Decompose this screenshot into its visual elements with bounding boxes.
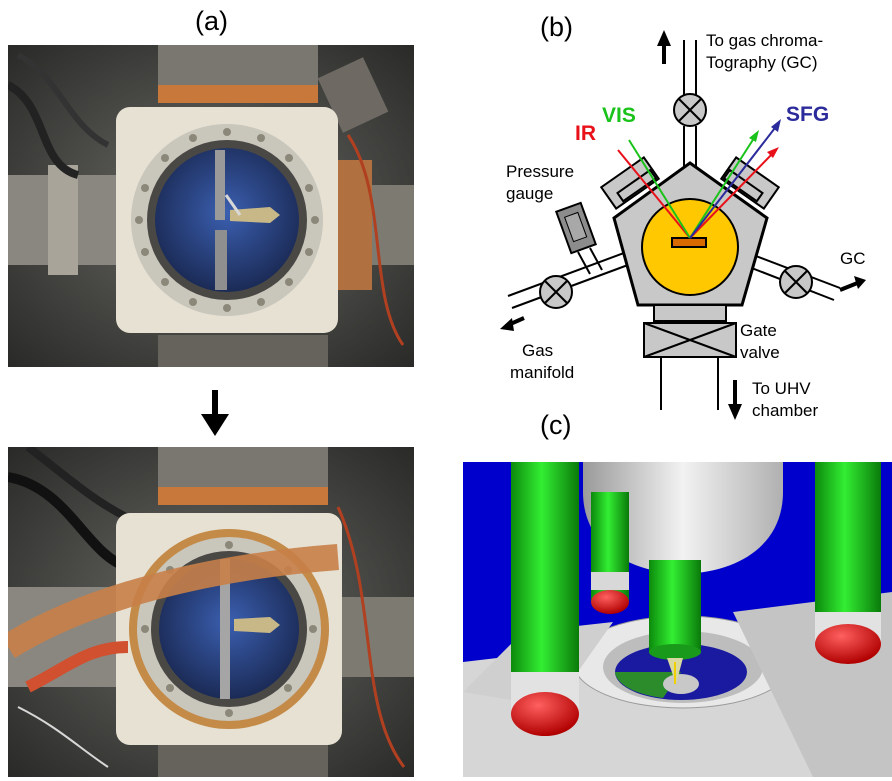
pressure-gauge-icon — [554, 201, 598, 255]
gas-manifold-label-2: manifold — [510, 363, 575, 382]
uhv-chamber-label-1: To UHV — [752, 379, 811, 398]
vis-label: VIS — [602, 104, 636, 127]
gate-valve-icon — [643, 322, 737, 358]
panel-a-label: (a) — [195, 6, 228, 36]
sfg-label: SFG — [786, 103, 830, 126]
sfg-beam — [689, 119, 781, 239]
gc-right-label: GC — [840, 249, 866, 268]
gas-manifold-label-1: Gas — [522, 341, 554, 360]
arrow-up-icon — [657, 30, 671, 64]
gc-top-label-2: Tography (GC) — [706, 53, 818, 72]
gc-top-label-1: To gas chroma- — [706, 31, 824, 50]
gate-valve-label-1: Gate — [740, 321, 777, 340]
photo-chamber-before — [8, 45, 414, 367]
arrow-down-icon — [201, 390, 229, 441]
sample — [671, 237, 707, 248]
ir-label: IR — [575, 122, 596, 145]
schematic-diagram — [470, 30, 890, 420]
arrow-down-uhv-icon — [728, 380, 742, 420]
valve-left-icon — [539, 275, 573, 309]
ir-beam — [617, 147, 779, 239]
valve-top-icon — [673, 93, 707, 127]
arrow-right-icon — [839, 276, 866, 292]
uhv-chamber-label-2: chamber — [752, 401, 819, 420]
gate-valve-label-2: valve — [740, 343, 780, 362]
pressure-gauge-label-2: gauge — [506, 184, 554, 203]
panel-c-label: (c) — [540, 410, 572, 440]
valve-right-icon — [779, 265, 813, 299]
photo-chamber-after — [8, 447, 414, 777]
vis-beam — [628, 130, 759, 239]
rendering-3d — [463, 462, 892, 777]
arrow-down-left-icon — [500, 316, 525, 331]
panel-b-label: (b) — [540, 12, 573, 42]
pressure-gauge-label-1: Pressure — [506, 162, 575, 181]
